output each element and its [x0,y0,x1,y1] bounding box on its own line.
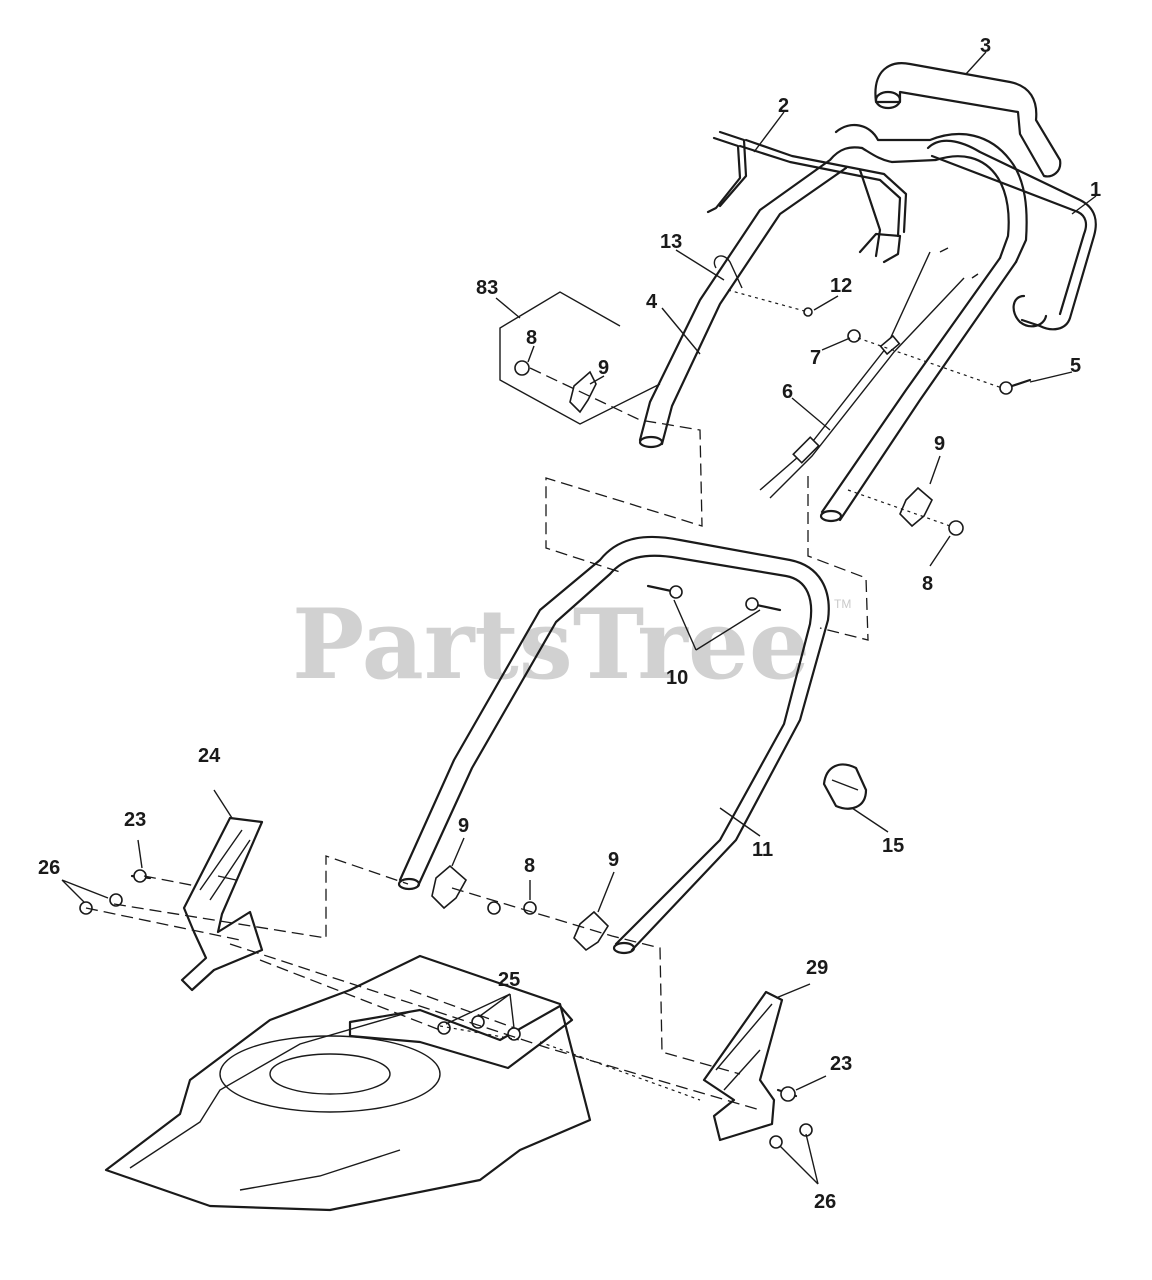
part-83-kit-outline [499,291,661,425]
callout-29[interactable]: 29 [806,957,828,979]
callout-15[interactable]: 15 [882,835,904,857]
part-8-nut-upper-right[interactable] [948,520,964,536]
part-3-handle-grip[interactable] [874,62,1062,178]
callout-1[interactable]: 1 [1090,179,1101,201]
callout-24[interactable]: 24 [198,745,221,767]
part-8-nut-lower-a[interactable] [487,901,501,915]
part-9-knob-lower-left[interactable] [431,864,468,910]
assembly-lines [85,289,1003,1111]
callout-9-lower-right[interactable]: 9 [608,849,619,871]
callout-11[interactable]: 11 [752,839,773,861]
callout-3[interactable]: 3 [980,35,991,57]
callout-7[interactable]: 7 [810,347,821,369]
hardware-group [79,255,1032,1149]
part-24-left-bracket[interactable] [180,816,264,992]
callout-5[interactable]: 5 [1070,355,1081,377]
callout-9-lower-left[interactable]: 9 [458,815,469,837]
leader-lines [61,51,1097,1185]
part-26-nut-left-b[interactable] [109,893,123,907]
part-29-right-bracket[interactable] [702,990,784,1142]
callout-83[interactable]: 83 [476,277,498,299]
callout-25[interactable]: 25 [498,969,520,991]
callout-23-left[interactable]: 23 [124,809,146,831]
partstree-watermark: PartsTree [292,588,810,701]
callout-13[interactable]: 13 [660,231,682,253]
part-12-nut[interactable] [803,307,813,317]
part-2-bail-bar[interactable] [706,130,908,264]
trademark-mark: TM [834,597,851,611]
callout-9-upper-left[interactable]: 9 [598,357,609,379]
part-25-nut-b[interactable] [471,1015,485,1029]
part-9-knob-upper-right[interactable] [899,486,933,528]
part-9-knob-upper-left[interactable] [569,370,597,414]
part-9-knob-lower-right[interactable] [573,910,610,952]
part-6-control-cable[interactable] [759,247,979,499]
callout-2[interactable]: 2 [778,95,789,117]
callout-4[interactable]: 4 [646,291,658,313]
part-8-nut-upper-left[interactable] [514,360,530,376]
callout-9-upper-right[interactable]: 9 [934,433,945,455]
callout-8-upper-right[interactable]: 8 [922,573,933,595]
part-7-nut[interactable] [847,329,861,343]
callout-26-left[interactable]: 26 [38,857,60,879]
part-26-nut-right-a[interactable] [769,1135,783,1149]
callout-labels: 1 2 3 4 5 6 7 8 8 8 9 9 9 9 10 11 12 13 … [38,35,1101,1213]
callout-8-lower[interactable]: 8 [524,855,535,877]
callout-26-right[interactable]: 26 [814,1191,836,1213]
part-1-control-bar[interactable] [926,139,1097,331]
part-13-hairpin[interactable] [713,255,743,289]
callout-8-upper-left[interactable]: 8 [526,327,537,349]
part-4-upper-handle[interactable] [638,123,1028,523]
part-15-cable-clip[interactable] [822,763,868,810]
callout-6[interactable]: 6 [782,381,793,403]
callout-12[interactable]: 12 [830,275,852,297]
mower-deck [104,954,592,1212]
callout-10[interactable]: 10 [666,667,688,689]
callout-23-right[interactable]: 23 [830,1053,852,1075]
part-8-nut-lower-b[interactable] [523,901,537,915]
part-25-nut-a[interactable] [437,1021,451,1035]
